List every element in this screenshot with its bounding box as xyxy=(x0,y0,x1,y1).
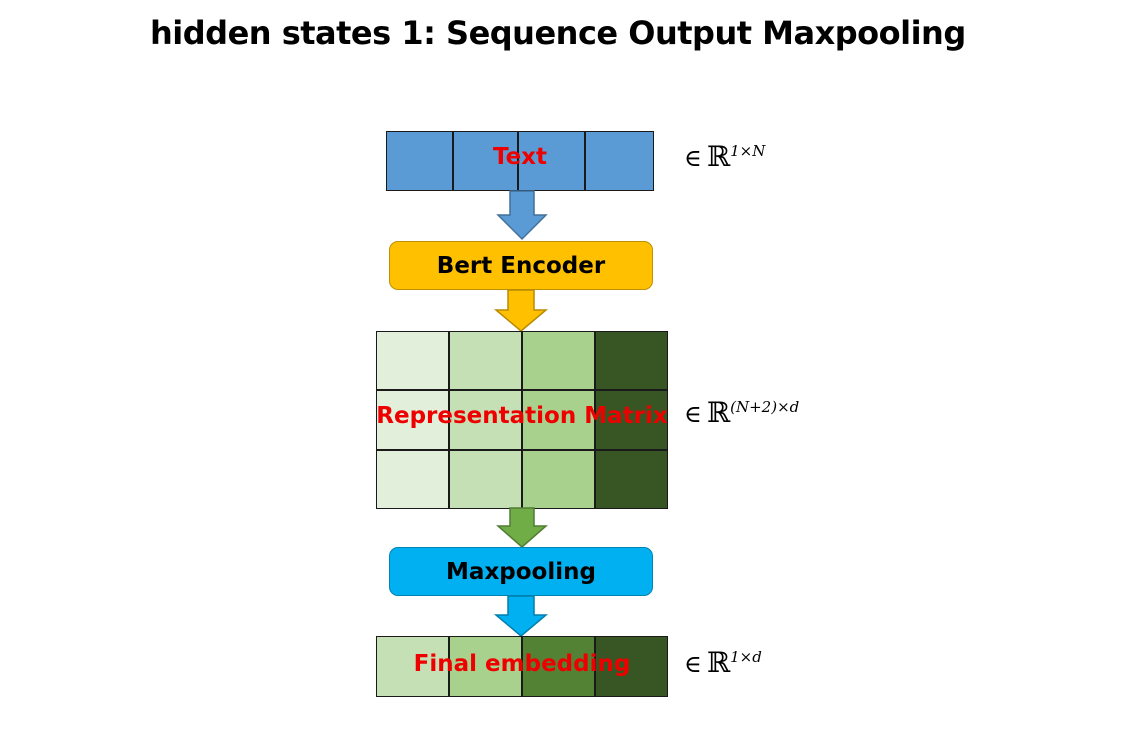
matrix-cell xyxy=(376,331,449,391)
matrix-cell xyxy=(449,449,522,509)
real-set-symbol: ℝ xyxy=(706,646,731,679)
representation-matrix-grid xyxy=(376,331,668,509)
text-dimension-exponent: 1×N xyxy=(730,141,766,160)
matrix-cell xyxy=(449,331,522,391)
down-arrow-maxpooling-to-embedding xyxy=(493,595,549,637)
bert-encoder-label: Bert Encoder xyxy=(436,252,606,279)
text-token-cell xyxy=(386,131,453,191)
final-embedding-row xyxy=(376,636,668,697)
text-token-row xyxy=(386,131,654,191)
real-set-symbol: ℝ xyxy=(706,396,731,429)
final-embedding-cell xyxy=(522,636,595,697)
representation-matrix-dimension: ∈ ℝ(N+2)×d xyxy=(684,396,799,429)
matrix-cell xyxy=(376,449,449,509)
final-embedding-label: Final embedding xyxy=(413,651,631,677)
element-of-symbol: ∈ xyxy=(684,144,702,172)
text-label: Text xyxy=(492,144,548,170)
final-embedding-cell xyxy=(376,636,449,697)
matrix-cell xyxy=(522,331,595,391)
text-dimension: ∈ ℝ1×N xyxy=(684,140,765,173)
down-arrow-matrix-to-maxpooling xyxy=(496,507,548,548)
matrix-cell xyxy=(522,390,595,450)
matrix-cell xyxy=(595,449,668,509)
maxpooling-box: Maxpooling xyxy=(389,547,653,596)
maxpooling-label: Maxpooling xyxy=(446,558,596,585)
representation-matrix-label: Representation Matrix xyxy=(376,403,668,429)
matrix-cell xyxy=(522,449,595,509)
element-of-symbol: ∈ xyxy=(684,650,702,678)
matrix-cell xyxy=(449,390,522,450)
final-embedding-dimension: ∈ ℝ1×d xyxy=(684,646,762,679)
text-token-cell xyxy=(453,131,518,191)
representation-matrix-dimension-exponent: (N+2)×d xyxy=(730,397,800,416)
text-token-cell xyxy=(518,131,585,191)
final-embedding-cell xyxy=(449,636,522,697)
bert-encoder-box: Bert Encoder xyxy=(389,241,653,290)
real-set-symbol: ℝ xyxy=(706,140,731,173)
matrix-cell xyxy=(595,331,668,391)
final-embedding-dimension-exponent: 1×d xyxy=(730,647,762,666)
matrix-cell xyxy=(595,390,668,450)
down-arrow-text-to-encoder xyxy=(496,190,548,241)
diagram-title: hidden states 1: Sequence Output Maxpool… xyxy=(150,14,966,52)
text-token-cell xyxy=(585,131,654,191)
down-arrow-encoder-to-matrix xyxy=(493,289,549,332)
matrix-cell xyxy=(376,390,449,450)
final-embedding-cell xyxy=(595,636,668,697)
element-of-symbol: ∈ xyxy=(684,400,702,428)
